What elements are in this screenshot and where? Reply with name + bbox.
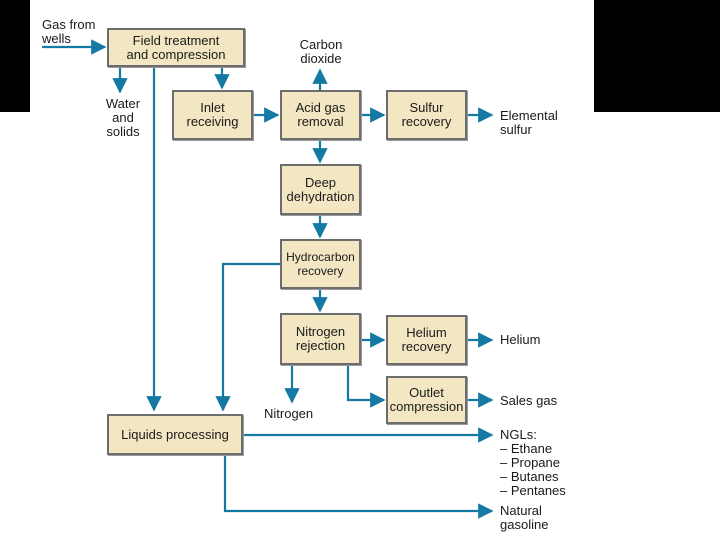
flow-connectors xyxy=(42,39,494,519)
ngls-label: NGLs: – Ethane – Propane – Butanes – Pen… xyxy=(500,427,566,498)
frame-bar-right xyxy=(594,0,720,112)
helium-label: Helium xyxy=(500,332,541,347)
inlet-receiving-box: Inlet receiving xyxy=(172,90,253,140)
field-treatment-box: Field treatment and compression xyxy=(107,28,245,67)
process-flow-diagram: Field treatment and compression Inlet re… xyxy=(30,0,594,540)
gas-from-wells-label: Gas from wells xyxy=(42,17,96,46)
acid-gas-removal-box: Acid gas removal xyxy=(280,90,361,140)
elemental-sulfur-label: Elemental sulfur xyxy=(500,108,558,137)
flow-liquids-to-gasoline xyxy=(223,455,494,519)
carbon-dioxide-label: Carbon dioxide xyxy=(299,37,343,66)
frame-bar-left xyxy=(0,0,30,112)
deep-dehydration-box: Deep dehydration xyxy=(280,164,361,215)
liquids-processing-box: Liquids processing xyxy=(107,414,243,455)
outlet-compression-box: Outlet compression xyxy=(386,376,467,424)
sulfur-recovery-box: Sulfur recovery xyxy=(386,90,467,140)
helium-recovery-box: Helium recovery xyxy=(386,315,467,365)
flow-rejection-to-outlet xyxy=(346,365,386,408)
sales-gas-label: Sales gas xyxy=(500,393,558,408)
hydrocarbon-recovery-box: Hydrocarbon recovery xyxy=(280,239,361,289)
natural-gasoline-label: Natural gasoline xyxy=(500,503,549,532)
water-and-solids-label: Water and solids xyxy=(105,96,141,139)
nitrogen-label: Nitrogen xyxy=(264,406,314,421)
flow-hydrocarbon-to-liquids xyxy=(215,262,280,412)
nitrogen-rejection-box: Nitrogen rejection xyxy=(280,313,361,365)
